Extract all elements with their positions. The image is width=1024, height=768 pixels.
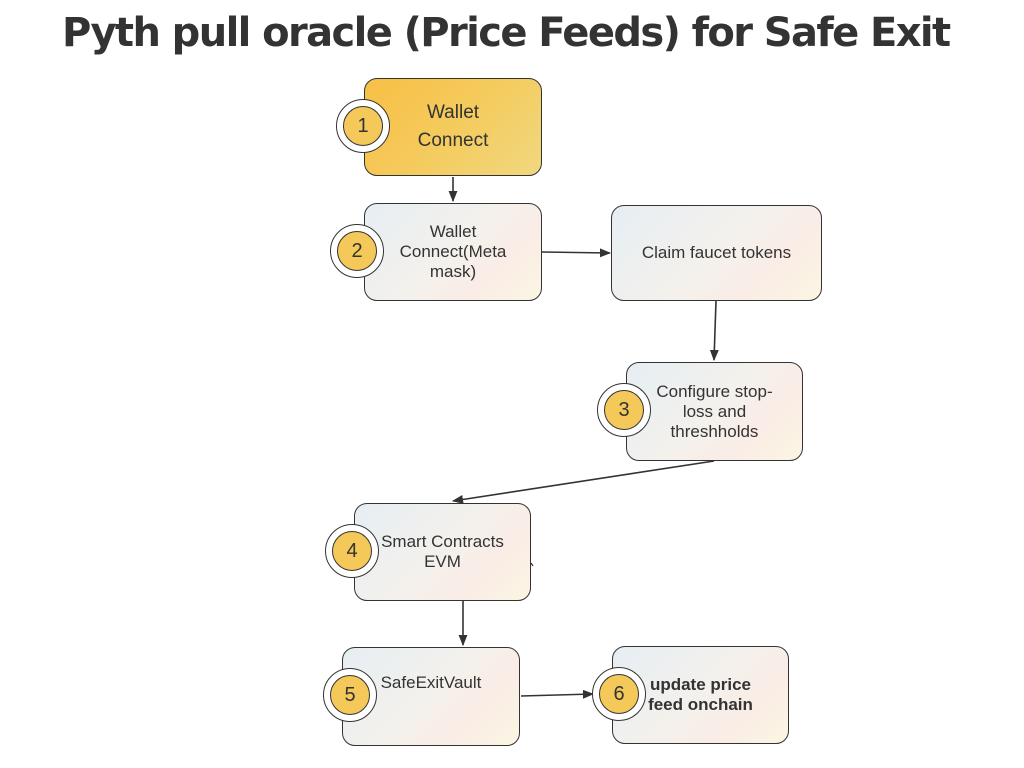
step-2-badge: 2 [330,224,384,278]
step-1-label: Wallet Connect [417,102,489,151]
step-6-number: 6 [599,674,639,714]
step-2-label: Wallet Connect(Meta mask) [399,222,507,281]
step-5-number: 5 [330,675,370,715]
faucet-label: Claim faucet tokens [641,243,792,262]
arrow-step3-to-step4 [451,460,715,504]
step-3-number: 3 [604,390,644,430]
step-5-label: SafeExitVault [380,673,482,692]
step-1-number: 1 [343,106,383,146]
diagram-title: Pyth pull oracle (Price Feeds) for Safe … [62,10,951,56]
faucet-box: Claim faucet tokens [611,205,822,301]
step-6-badge: 6 [592,667,646,721]
step-3-badge: 3 [597,383,651,437]
step-4-badge: 4 [325,524,379,578]
step-3-box: Configure stop- loss and threshholds [626,362,803,461]
step-3-label: Configure stop- loss and threshholds [656,381,773,441]
arrow-step5-to-step6 [520,689,595,699]
step-1-box: Wallet Connect [364,78,542,176]
step-4-box: Smart Contracts EVM [354,503,531,601]
step-4-label: Smart Contracts EVM [381,532,504,571]
step-5-badge: 5 [323,668,377,722]
arrow-faucet-to-step3 [709,300,719,362]
step-4-number: 4 [332,531,372,571]
arrow-step2-to-faucet [541,248,612,258]
step-2-box: Wallet Connect(Meta mask) [364,203,542,301]
step-1-badge: 1 [336,99,390,153]
step-5-box: SafeExitVault [342,647,520,746]
step-6-label: update price feed onchain [648,675,753,714]
stray-mark [530,562,534,567]
step-2-number: 2 [337,231,377,271]
